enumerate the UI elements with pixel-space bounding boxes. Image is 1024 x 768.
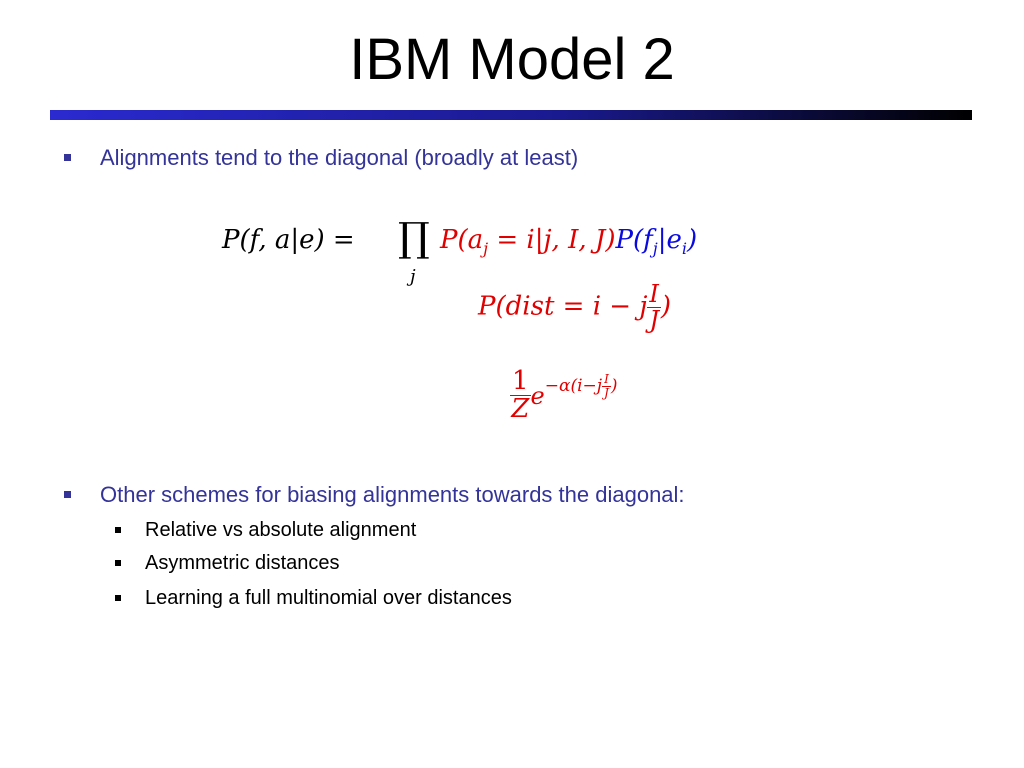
- slide-title: IBM Model 2: [349, 27, 675, 92]
- eq3-exp-den: J: [604, 385, 609, 400]
- eq1-red-sub: j: [483, 239, 489, 259]
- square-bullet-icon: [64, 491, 71, 498]
- equation-joint-probability: P(f, a|e) =: [222, 227, 355, 253]
- sub-bullet-text: Asymmetric distances: [145, 552, 340, 574]
- equation-alignment-term: P(aj = i|j, I, J)P(fj|ei): [440, 227, 697, 257]
- bullet-text: Other schemes for biasing alignments tow…: [100, 482, 685, 507]
- product-index: j: [410, 266, 416, 287]
- sub-bullet-text: Learning a full multinomial over distanc…: [145, 587, 512, 609]
- bullet-text: Alignments tend to the diagonal (broadly…: [100, 145, 579, 170]
- sub-bullet-text: Relative vs absolute alignment: [145, 519, 417, 541]
- eq2-frac-num: I: [647, 280, 661, 309]
- eq2-frac-den: J: [649, 306, 659, 335]
- title-divider: [50, 110, 972, 120]
- eq1-red-term: P(a: [440, 225, 484, 255]
- eq2-right: ): [660, 291, 672, 322]
- eq3-den: Z: [511, 394, 530, 425]
- eq1-blue-sub1: j: [652, 239, 658, 259]
- eq1-lhs: P(f, a|e) =: [222, 225, 355, 255]
- eq3-exp: −α(i−j: [544, 375, 603, 396]
- eq2-left: P(dist = i − j: [478, 291, 648, 322]
- square-bullet-icon: [64, 154, 71, 161]
- sub-bullet-item-2: Asymmetric distances: [115, 552, 340, 575]
- bullet-item-2: Other schemes for biasing alignments tow…: [64, 482, 685, 508]
- product-symbol: ∏: [398, 215, 430, 261]
- sub-bullet-item-3: Learning a full multinomial over distanc…: [115, 587, 512, 610]
- eq1-blue-term: P(f: [615, 225, 653, 255]
- square-bullet-icon: [115, 560, 121, 566]
- eq1-blue-mid: |e: [657, 225, 682, 255]
- sub-bullet-item-1: Relative vs absolute alignment: [115, 519, 417, 542]
- eq3-num: 1: [510, 366, 531, 397]
- square-bullet-icon: [115, 527, 121, 533]
- eq1-blue-end: ): [686, 225, 698, 255]
- eq1-red-rest: = i|j, I, J): [488, 225, 616, 255]
- eq1-blue-sub2: i: [681, 239, 687, 259]
- eq3-exp-end: ): [610, 375, 618, 396]
- eq3-base: e: [530, 381, 545, 410]
- square-bullet-icon: [115, 595, 121, 601]
- eq3-exp-num: I: [602, 372, 611, 387]
- bullet-item-1: Alignments tend to the diagonal (broadly…: [64, 145, 579, 171]
